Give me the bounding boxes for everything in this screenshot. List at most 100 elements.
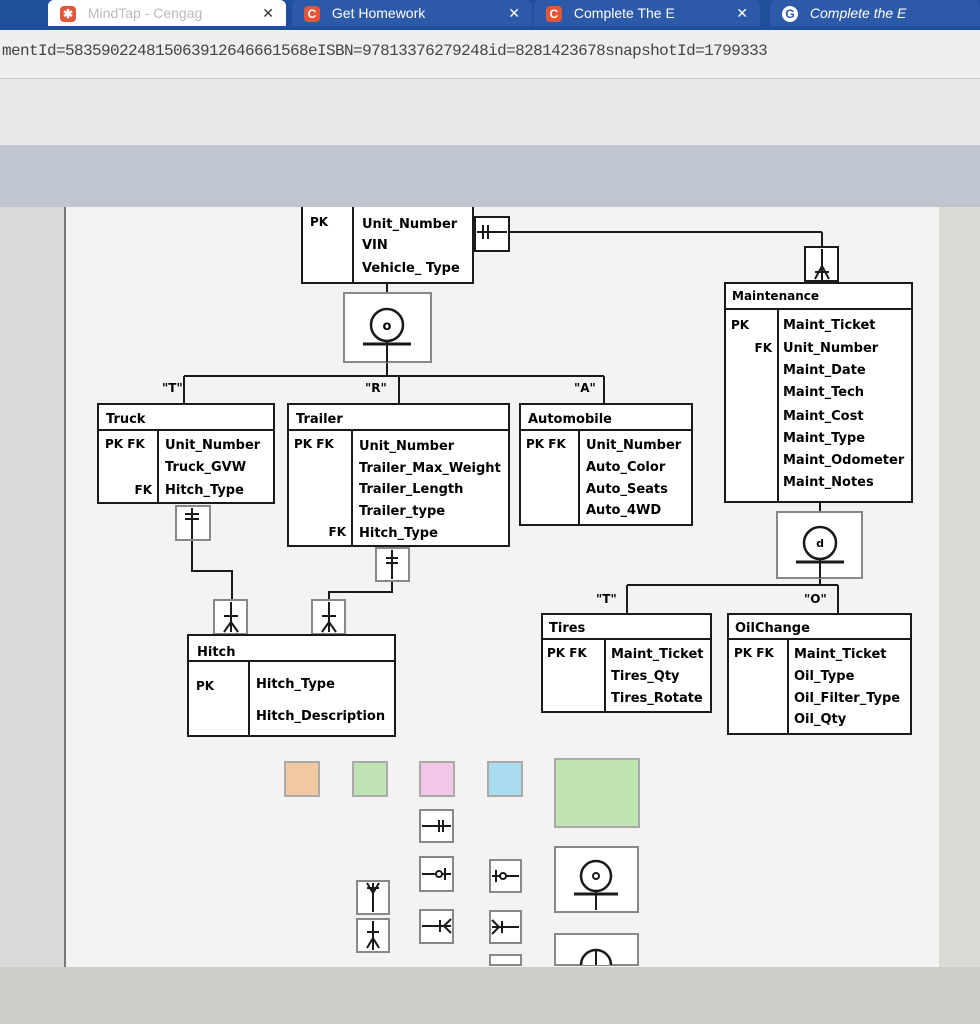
automobile-entity[interactable]: Automobile PK FK Unit_Number Auto_Color … bbox=[519, 403, 693, 526]
one-optional-tool-icon[interactable] bbox=[419, 856, 454, 892]
disjoint-letter: d bbox=[816, 537, 824, 550]
overlap-letter: o bbox=[383, 319, 392, 334]
one-mandatory-icon[interactable] bbox=[375, 547, 410, 582]
browser-tab-mindtap[interactable]: ✱ MindTap - Cengag ✕ bbox=[48, 0, 286, 26]
vehicle-attr: VIN bbox=[362, 238, 388, 253]
color-swatch[interactable] bbox=[487, 761, 523, 797]
hitch-pk: PK bbox=[196, 679, 215, 693]
tab-favicon: ✱ bbox=[60, 6, 76, 22]
automobile-attr: Auto_4WD bbox=[586, 503, 661, 518]
subtype-tool-icon[interactable] bbox=[554, 933, 639, 966]
oilchange-entity[interactable]: OilChange PK FK Maint_Ticket Oil_Type Oi… bbox=[727, 613, 912, 735]
tires-title: Tires bbox=[549, 621, 586, 636]
tab-favicon: C bbox=[546, 6, 562, 22]
truck-hitch-line bbox=[191, 541, 233, 600]
trailer-entity[interactable]: Trailer PK FK FK Unit_Number Trailer_Max… bbox=[287, 403, 510, 547]
many-mandatory-left-tool-icon[interactable] bbox=[489, 910, 522, 944]
color-palette bbox=[284, 758, 640, 828]
maintenance-key: PK bbox=[731, 318, 750, 332]
maintenance-attr: Maint_Date bbox=[783, 363, 866, 378]
subtype-overlap-tool-icon[interactable] bbox=[554, 846, 639, 913]
hitch-title: Hitch bbox=[197, 645, 236, 660]
tab-favicon: G bbox=[782, 6, 798, 22]
address-bar[interactable]: mentId=583590224815063912646661568eISBN=… bbox=[0, 30, 980, 79]
tab-favicon: C bbox=[304, 6, 320, 22]
color-swatch[interactable] bbox=[419, 761, 455, 797]
one-mandatory-icon[interactable] bbox=[474, 216, 510, 252]
trailer-key: PK FK bbox=[294, 437, 334, 451]
bottom-area bbox=[0, 967, 980, 1024]
toolbar bbox=[0, 79, 980, 145]
subtype-disjoint-symbol[interactable]: d bbox=[776, 511, 863, 579]
close-icon[interactable]: ✕ bbox=[508, 5, 520, 21]
maintenance-entity[interactable]: Maintenance PK FK Maint_Ticket Unit_Numb… bbox=[724, 282, 913, 503]
many-optional-tool-icon[interactable] bbox=[489, 859, 522, 893]
truck-entity[interactable]: Truck PK FK FK Unit_Number Truck_GVW Hit… bbox=[97, 403, 275, 504]
many-optional-icon[interactable] bbox=[804, 246, 839, 282]
tires-attr: Maint_Ticket bbox=[611, 647, 704, 662]
automobile-attr: Auto_Color bbox=[586, 460, 666, 475]
truck-attr: Truck_GVW bbox=[165, 460, 246, 475]
diagram-canvas[interactable]: PK Unit_Number VIN Vehicle_ Type o "T" "… bbox=[64, 204, 939, 967]
truck-title: Truck bbox=[106, 412, 146, 427]
tires-key: PK FK bbox=[547, 646, 587, 660]
one-mandatory-icon[interactable] bbox=[175, 505, 211, 541]
vehicle-attr: Vehicle_ Type bbox=[362, 261, 460, 276]
color-swatch[interactable] bbox=[554, 758, 640, 828]
maintenance-attr: Maint_Cost bbox=[783, 409, 864, 424]
trailer-attr: Unit_Number bbox=[359, 439, 455, 454]
color-swatch[interactable] bbox=[352, 761, 388, 797]
browser-tab-complete-1[interactable]: C Complete The E ✕ bbox=[534, 0, 760, 26]
tab-title: Complete The E bbox=[573, 5, 675, 21]
partial-tool-icon[interactable] bbox=[489, 954, 522, 966]
browser-tab-get-homework[interactable]: C Get Homework ✕ bbox=[292, 0, 532, 26]
notation-palette bbox=[356, 809, 639, 966]
trailer-title: Trailer bbox=[296, 412, 343, 427]
browser-tab-strip: ✱ MindTap - Cengag ✕ C Get Homework ✕ C … bbox=[0, 0, 980, 30]
maintenance-title: Maintenance bbox=[732, 289, 819, 303]
maintenance-attr: Maint_Tech bbox=[783, 385, 864, 400]
tab-title: Get Homework bbox=[331, 5, 426, 21]
many-mandatory-icon[interactable] bbox=[213, 599, 248, 635]
oilchange-title: OilChange bbox=[735, 621, 810, 636]
browser-tab-complete-2[interactable]: G Complete the E bbox=[770, 0, 980, 26]
url-text[interactable]: mentId=583590224815063912646661568eISBN=… bbox=[2, 42, 768, 60]
automobile-title: Automobile bbox=[528, 412, 612, 427]
maintenance-attr: Unit_Number bbox=[783, 341, 879, 356]
maint-subtype-label-o: "O" bbox=[804, 592, 827, 606]
subtype-overlap-symbol[interactable]: o bbox=[343, 292, 432, 363]
trailer-key: FK bbox=[329, 525, 347, 539]
right-panel bbox=[937, 207, 980, 967]
vehicle-pk: PK bbox=[310, 215, 329, 229]
trailer-attr: Trailer_type bbox=[359, 504, 445, 519]
vehicle-entity[interactable]: PK Unit_Number VIN Vehicle_ Type bbox=[301, 204, 474, 284]
erd-diagram: PK Unit_Number VIN Vehicle_ Type o "T" "… bbox=[97, 204, 913, 966]
subtype-label-a: "A" bbox=[574, 381, 596, 395]
trailer-attr: Hitch_Type bbox=[359, 526, 438, 541]
close-icon[interactable]: ✕ bbox=[262, 5, 274, 21]
many-mandatory-icon[interactable] bbox=[311, 599, 346, 635]
one-mandatory-tool-icon[interactable] bbox=[419, 809, 454, 843]
truck-key: PK FK bbox=[105, 437, 145, 451]
oilchange-attr: Oil_Filter_Type bbox=[794, 691, 900, 706]
subtype-label-t: "T" bbox=[162, 381, 183, 395]
maintenance-attr: Maint_Ticket bbox=[783, 318, 876, 333]
trailer-attr: Trailer_Length bbox=[359, 482, 463, 497]
close-icon[interactable]: ✕ bbox=[736, 5, 748, 21]
oilchange-attr: Oil_Qty bbox=[794, 712, 847, 727]
tires-entity[interactable]: Tires PK FK Maint_Ticket Tires_Qty Tires… bbox=[541, 613, 712, 713]
vertical-one-tool-icon[interactable] bbox=[356, 880, 390, 915]
color-swatch[interactable] bbox=[284, 761, 320, 797]
hitch-attr: Hitch_Description bbox=[256, 709, 385, 724]
maintenance-key: FK bbox=[755, 341, 773, 355]
maintenance-attr: Maint_Odometer bbox=[783, 453, 905, 468]
truck-attr: Hitch_Type bbox=[165, 483, 244, 498]
automobile-key: PK FK bbox=[526, 437, 566, 451]
vertical-many-tool-icon[interactable] bbox=[356, 918, 390, 953]
hitch-entity[interactable]: Hitch PK Hitch_Type Hitch_Description bbox=[187, 634, 396, 737]
many-mandatory-tool-icon[interactable] bbox=[419, 909, 454, 944]
oilchange-attr: Oil_Type bbox=[794, 669, 855, 684]
oilchange-key: PK FK bbox=[734, 646, 774, 660]
maintenance-attr: Maint_Notes bbox=[783, 475, 874, 490]
vehicle-attr: Unit_Number bbox=[362, 217, 458, 232]
